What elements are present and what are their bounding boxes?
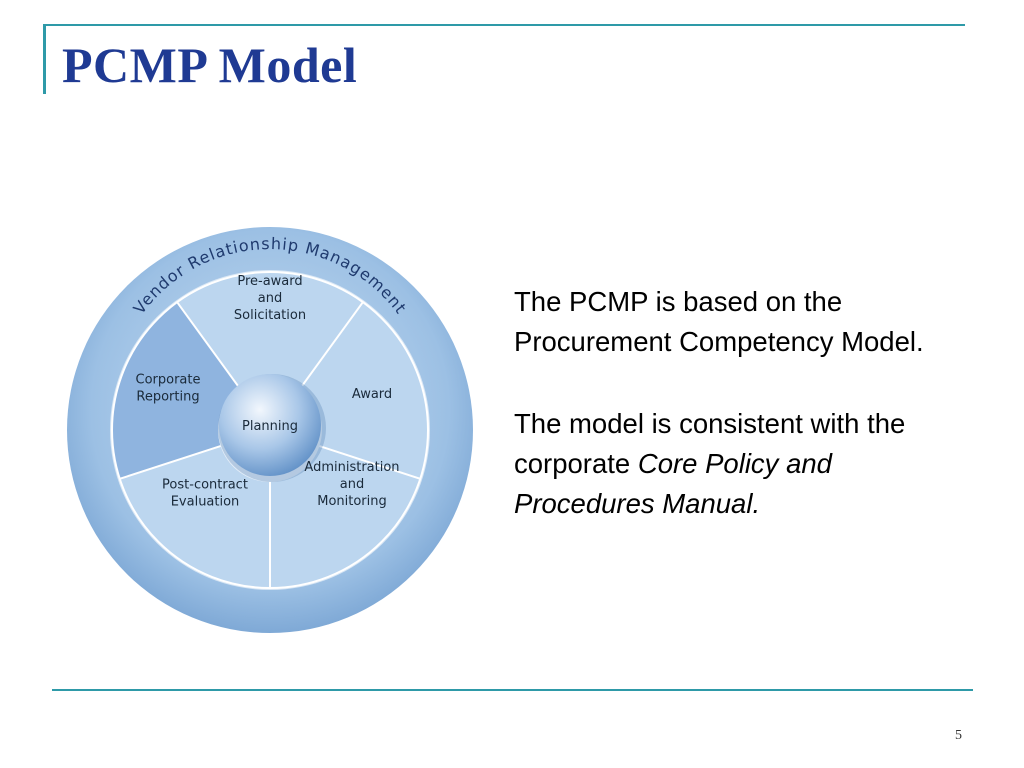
segment-label-line: Solicitation: [234, 308, 306, 323]
segment-label-line: and: [258, 291, 282, 306]
wheel-segment: [270, 446, 421, 588]
page-number: 5: [955, 728, 962, 743]
body-paragraph-2: The model is consistent with the corpora…: [514, 404, 954, 524]
segment-divider: [119, 445, 221, 480]
segments-group: [112, 272, 428, 588]
segment-label-line: Post-contract: [162, 478, 248, 493]
center-label: Planning: [242, 419, 298, 434]
wheel-segment: [112, 302, 240, 479]
body-paragraph-1: The PCMP is based on the Procurement Com…: [514, 286, 924, 357]
body-paragraph-2-text: The model is consistent with the corpora…: [514, 408, 906, 479]
segment-label-line: Award: [352, 387, 392, 402]
top-rule-vertical: [43, 26, 46, 94]
wheel-segment: [177, 272, 363, 388]
segment-label-line: Reporting: [136, 390, 199, 405]
pcmp-wheel-diagram: Vendor Relationship Management Planning …: [67, 227, 473, 633]
inner-disc-outline: [111, 271, 429, 589]
hub-sphere: [219, 374, 321, 476]
segment-label-line: Administration: [304, 460, 399, 475]
segment-label-line: Corporate: [136, 373, 201, 388]
bottom-rule: [52, 689, 973, 691]
wheel-segment: [119, 446, 271, 588]
dividers-group: [111, 271, 429, 589]
top-rule-horizontal: [43, 24, 965, 26]
segment-label-line: Pre-award: [237, 274, 302, 289]
segment-divider: [176, 301, 241, 389]
body-text: The PCMP is based on the Procurement Com…: [514, 282, 954, 524]
manual-title: Core Policy and Procedures Manual.: [514, 448, 832, 519]
segment-label-line: Evaluation: [171, 495, 240, 510]
segment-label-line: Monitoring: [317, 494, 387, 509]
segment-label-line: and: [340, 477, 364, 492]
slide-title: PCMP Model: [62, 37, 358, 93]
wheel-segment: [300, 302, 428, 479]
segment-label: Award: [352, 387, 392, 402]
segment-divider: [319, 445, 421, 480]
segment-divider: [299, 301, 364, 389]
